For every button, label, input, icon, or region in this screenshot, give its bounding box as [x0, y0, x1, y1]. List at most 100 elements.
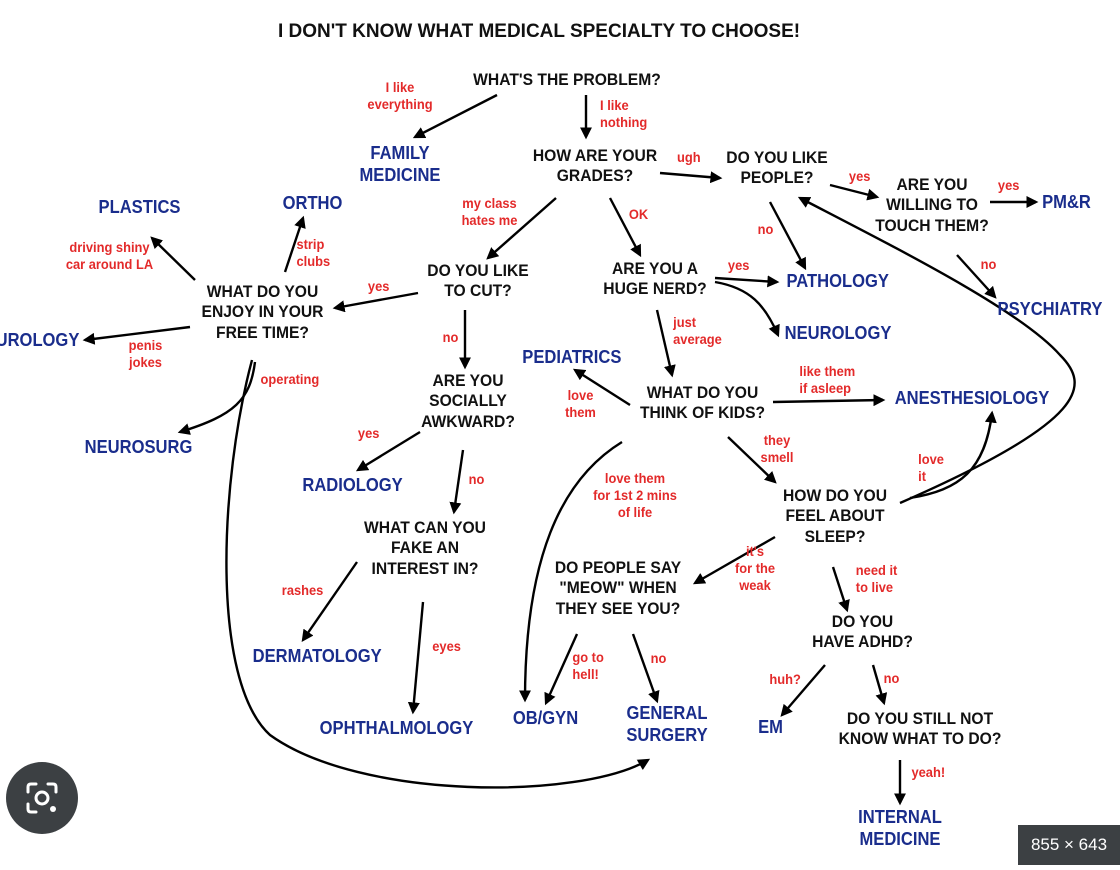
arrow-grades-to-cut [486, 197, 557, 260]
arrow-nerd-to-kids [655, 309, 676, 378]
arrow-grades-to-people [659, 171, 723, 184]
arrow-adhd-to-still [871, 664, 888, 706]
arrow-awkward-to-fake [449, 449, 465, 515]
arrow-kids-to-obgyn [519, 440, 623, 703]
arrow-problem-to-family [412, 93, 498, 139]
specialty-dermatology: DERMATOLOGY [252, 646, 382, 666]
specialty-em: EM [758, 717, 783, 737]
specialty-pediatrics: PEDIATRICS [522, 347, 622, 367]
arrow-kids-to-sleep [727, 436, 777, 484]
arrow-sleep-to-anesthesiology [909, 410, 997, 500]
edge-label-yes-awkward: yes [357, 425, 380, 441]
edge-label-yes-nerd: yes [727, 257, 750, 273]
edge-label-huh: huh? [769, 671, 801, 687]
edge-label-yes-cut: yes [367, 278, 390, 294]
image-size-badge: 855 × 643 [1018, 825, 1120, 865]
arrow-grades-to-nerd [608, 197, 642, 258]
specialty-plastics: PLASTICS [98, 197, 181, 217]
image-search-button[interactable] [6, 762, 78, 834]
arrow-meow-to-surgery [631, 633, 660, 704]
arrow-freetime-to-neurosurg [177, 361, 257, 435]
arrow-awkward-to-radiology [355, 430, 421, 472]
question-problem: WHAT'S THE PROBLEM? [473, 70, 661, 89]
specialty-ortho: ORTHO [282, 193, 343, 213]
arrow-freetime-to-surgery [225, 359, 651, 789]
edge-label-yes-touch: yes [997, 177, 1020, 193]
specialty-neurosurg: NEUROSURG [84, 437, 193, 457]
image-search-icon [26, 782, 58, 814]
arrow-fake-to-ophthalmology [407, 601, 425, 715]
edge-label-yes-people: yes [848, 168, 871, 184]
arrow-sleep-loop-to-people [797, 196, 1076, 505]
specialty-neurology: NEUROLOGY [784, 323, 892, 343]
specialty-urology: UROLOGY [0, 330, 80, 350]
arrow-meow-to-obgyn [544, 633, 579, 706]
edge-label-no-meow: no [650, 650, 667, 666]
specialty-radiology: RADIOLOGY [302, 475, 403, 495]
arrow-freetime-to-urology [82, 325, 191, 345]
edge-label-ugh: ugh [677, 149, 701, 165]
arrow-freetime-to-ortho [283, 215, 306, 273]
edge-label-no-people: no [757, 221, 774, 237]
arrow-sleep-to-adhd [831, 566, 850, 613]
edge-label-no-cut: no [442, 329, 459, 345]
specialty-psychiatry: PSYCHIATRY [997, 299, 1103, 319]
arrow-kids-to-pediatrics [572, 368, 631, 407]
arrow-people-to-touch [829, 183, 880, 201]
specialty-pmr: PM&R [1042, 192, 1091, 212]
edge-label-no-awkward: no [468, 471, 485, 487]
specialty-ophthalmology: OPHTHALMOLOGY [319, 718, 474, 738]
arrow-cut-to-freetime [332, 291, 419, 313]
chart-title: I DON'T KNOW WHAT MEDICAL SPECIALTY TO C… [278, 21, 801, 42]
edge-label-no-touch: no [980, 256, 997, 272]
edge-label-yeah: yeah! [911, 764, 946, 780]
arrow-kids-to-anesthesiology [772, 394, 886, 407]
arrow-people-to-pathology [768, 201, 807, 271]
arrow-nerd-to-pathology [714, 275, 780, 288]
edge-label-operating: operating [260, 371, 320, 387]
specialty-obgyn: OB/GYN [512, 708, 579, 728]
edge-label-eyes: eyes [432, 638, 461, 654]
edge-label-rashes: rashes [281, 582, 324, 598]
arrow-fake-to-dermatology [301, 561, 358, 642]
arrow-nerd-to-neurology [714, 280, 780, 338]
arrow-touch-to-psychiatry [956, 254, 997, 299]
arrow-adhd-to-em [780, 664, 826, 717]
specialty-pathology: PATHOLOGY [786, 271, 889, 291]
specialty-anesthesiology: ANESTHESIOLOGY [894, 388, 1050, 408]
arrow-freetime-to-plastics [150, 236, 196, 281]
edge-label-no-adhd: no [883, 670, 900, 686]
